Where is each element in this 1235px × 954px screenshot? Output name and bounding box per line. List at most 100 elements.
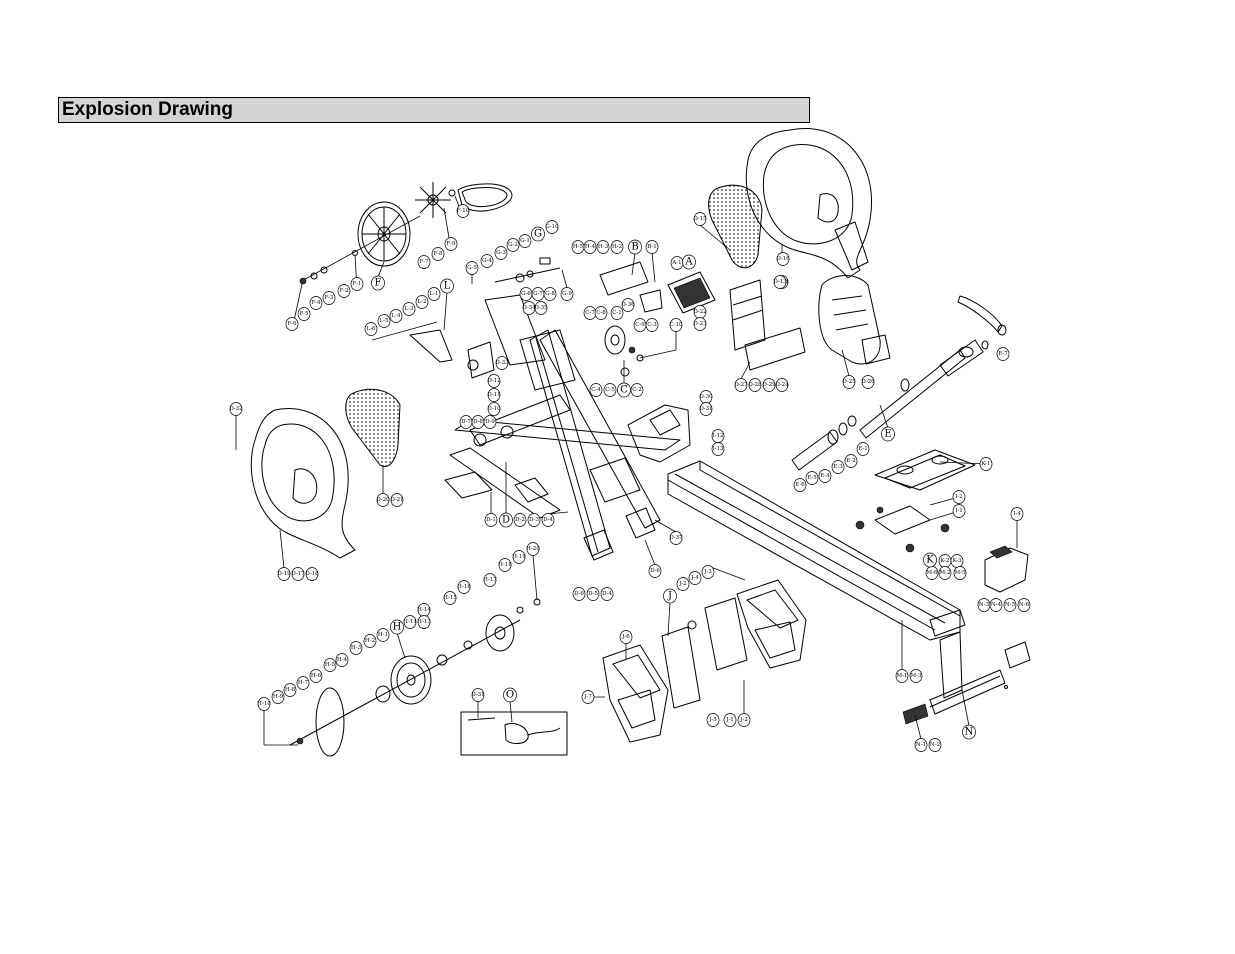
part-callout-label: N-2 <box>930 742 940 748</box>
part-callout-label: E-4 <box>820 473 830 479</box>
part-callout-label: C-4 <box>591 387 601 393</box>
part-callout-label: H-3 <box>351 645 362 651</box>
part-callout: D-13 <box>773 275 787 289</box>
part-callout-bubble <box>979 457 993 471</box>
part-callout: C-10 <box>669 318 683 332</box>
part-callout-label: D-24 <box>775 382 789 388</box>
part-callout: J-2 <box>737 713 751 727</box>
section-letter: K <box>923 552 937 568</box>
part-callout-bubble <box>861 375 875 389</box>
callout-leader-lines <box>235 195 1018 746</box>
section-letter-circle <box>390 619 404 635</box>
part-callout-bubble <box>415 295 429 309</box>
part-callout: G-5 <box>465 261 479 275</box>
part-callout-bubble <box>541 513 555 527</box>
part-callout-bubble <box>471 688 485 702</box>
part-callout-bubble <box>305 567 319 581</box>
part-callout-bubble <box>487 388 501 402</box>
part-callout-bubble <box>734 378 748 392</box>
part-callout-bubble <box>363 634 377 648</box>
left-fan-shroud <box>250 408 356 559</box>
part-callout: G-10 <box>545 220 559 234</box>
part-callout: H-5 <box>323 658 337 672</box>
section-letter-label: B <box>631 242 638 253</box>
part-callout-label: H-2 <box>612 244 622 250</box>
part-callout-label: M-6 <box>927 570 938 576</box>
part-callout-label: D-9 <box>485 419 495 425</box>
part-callout-bubble <box>512 550 526 564</box>
part-callout: D-19 <box>277 567 291 581</box>
section-letter-label: C <box>620 385 628 396</box>
part-callout: F-6 <box>285 317 299 331</box>
part-callout-bubble <box>581 690 595 704</box>
part-callout-label: F-4 <box>312 300 321 306</box>
part-callout: I-13 <box>711 442 725 456</box>
part-callout-label: D-7 <box>461 419 471 425</box>
section-letter-label: E <box>884 429 891 440</box>
part-callout: G-2 <box>506 238 520 252</box>
part-callout-bubble <box>1003 598 1017 612</box>
part-callout-bubble <box>323 658 337 672</box>
part-callout: D-6 <box>572 587 586 601</box>
part-callout: D-9 <box>483 415 497 429</box>
part-callout: C-8 <box>594 306 608 320</box>
part-callout-label: D-26 <box>861 379 875 385</box>
part-callout: D-25 <box>842 375 856 389</box>
part-callout-label: D-18 <box>305 571 319 577</box>
part-callout: D-28 <box>748 378 762 392</box>
part-callout: H-6 <box>309 669 323 683</box>
part-callout-label: G-7 <box>533 291 543 297</box>
section-letter-label: H <box>393 622 402 633</box>
section-letter: F <box>371 275 385 291</box>
section-letter-circle <box>962 724 976 740</box>
part-callout: D-35 <box>534 301 548 315</box>
part-callout-label: D-2 <box>515 517 525 523</box>
part-callout-bubble <box>775 378 789 392</box>
part-callout-bubble <box>364 322 378 336</box>
part-callout-bubble <box>699 402 713 416</box>
part-callout: J-2 <box>676 577 690 591</box>
part-callout: F-5 <box>297 307 311 321</box>
part-callout-bubble <box>831 460 845 474</box>
section-letter: C <box>617 382 631 398</box>
part-callout: D-23 <box>693 317 707 331</box>
part-callout: H-13 <box>417 615 431 629</box>
part-callout: F-9 <box>444 237 458 251</box>
part-callout-label: D-21 <box>390 497 403 503</box>
part-callout-bubble <box>711 442 725 456</box>
right-perforated-cover <box>708 184 763 269</box>
part-callout: L-6 <box>364 322 378 336</box>
section-letter-circle <box>617 382 631 398</box>
part-callout-label: G-8 <box>545 291 555 297</box>
part-callout: C-9 <box>633 318 647 332</box>
part-callout-label: H-5 <box>325 662 336 668</box>
part-callout-bubble <box>377 314 391 328</box>
part-callout: N-3 <box>977 598 991 612</box>
part-callout: L-2 <box>415 295 429 309</box>
part-callout-label: H-1 <box>378 632 388 638</box>
part-callout-bubble <box>518 234 532 248</box>
section-letter: B <box>628 239 642 255</box>
section-heading-bar: Explosion Drawing <box>58 97 810 123</box>
section-letter-label: D <box>502 515 510 526</box>
part-callout-label: E-1 <box>858 446 867 452</box>
part-callout-label: N-3 <box>979 602 990 608</box>
part-callout-label: H-17 <box>483 577 497 583</box>
part-callout-bubble <box>776 252 790 266</box>
part-callout-bubble <box>543 287 557 301</box>
part-callout-bubble <box>723 713 737 727</box>
part-callout-label: D-37 <box>669 535 683 541</box>
part-callout-bubble <box>603 383 617 397</box>
part-callout: L-1 <box>427 287 441 301</box>
part-callout: M-2 <box>938 566 952 580</box>
section-letter-circle <box>628 239 642 255</box>
linkage-assembly <box>371 321 453 363</box>
part-callout: H-16 <box>457 580 471 594</box>
part-callout: D-1 <box>484 513 498 527</box>
part-callout-label: D-31 <box>471 692 484 698</box>
part-callout-label: C-9 <box>635 322 645 328</box>
part-callout: H-17 <box>483 573 497 587</box>
part-callout-bubble <box>389 309 403 323</box>
part-callout-bubble <box>495 356 509 370</box>
